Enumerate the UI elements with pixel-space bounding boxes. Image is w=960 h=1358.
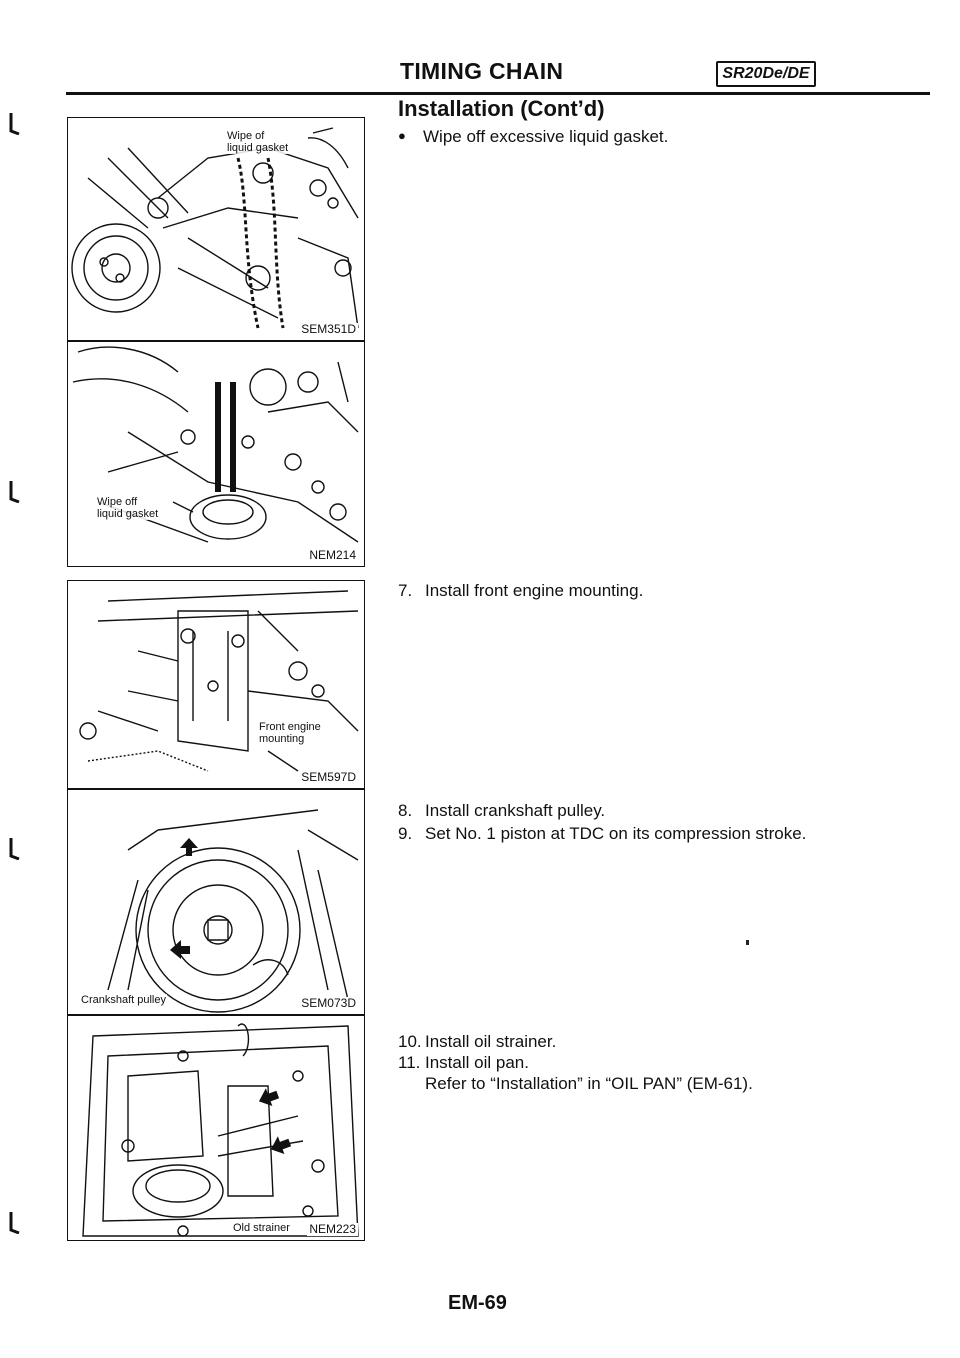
margin-corner-mark bbox=[9, 838, 20, 860]
instruction-step-9: 9. Set No. 1 piston at TDC on its compres… bbox=[398, 823, 806, 844]
front-engine-mounting-illustration bbox=[79, 590, 359, 772]
figure-nem223: Old strainer NEM223 bbox=[67, 1015, 365, 1241]
figure-code: SEM597D bbox=[299, 770, 358, 784]
instruction-text: Set No. 1 piston at TDC on its compressi… bbox=[425, 824, 807, 843]
arrow-icon bbox=[270, 1136, 292, 1155]
step-number: 8. bbox=[398, 801, 413, 820]
page-title: TIMING CHAIN bbox=[400, 58, 564, 84]
page-number: EM-69 bbox=[448, 1292, 507, 1314]
figure-code: NEM223 bbox=[307, 1222, 358, 1236]
instruction-text: Wipe off excessive liquid gasket. bbox=[423, 127, 669, 146]
figure-callout: liquid gasket bbox=[96, 508, 160, 520]
model-badge: SR20De/DE bbox=[716, 61, 816, 87]
engine-timing-chain-illustration bbox=[71, 127, 359, 329]
instruction-step-10: 10.Install oil strainer. bbox=[398, 1031, 556, 1052]
figure-callout: Crankshaft pulley bbox=[80, 994, 167, 1006]
step-number: 9. bbox=[398, 824, 413, 843]
figure-callout: Front engine bbox=[258, 721, 322, 733]
step-number: 7. bbox=[398, 581, 413, 600]
figure-sem351d: Wipe of liquid gasket SEM351D bbox=[67, 117, 365, 341]
figure-code: NEM214 bbox=[307, 548, 358, 562]
instruction-text: Install crankshaft pulley. bbox=[425, 801, 606, 820]
section-title: Installation (Cont’d) bbox=[398, 96, 605, 121]
instruction-step-7: 7. Install front engine mounting. bbox=[398, 580, 643, 601]
figure-sem597d: Front engine mounting SEM597D bbox=[67, 580, 365, 789]
crankshaft-pulley-illustration bbox=[107, 809, 359, 1013]
instruction-text: Install oil strainer. bbox=[425, 1032, 557, 1051]
instruction-step-11: 11.Install oil pan. bbox=[398, 1052, 529, 1073]
figure-sem073d: Crankshaft pulley SEM073D bbox=[67, 789, 365, 1015]
bullet-icon: ● bbox=[398, 128, 406, 143]
liquid-gasket-wipe-illustration bbox=[72, 346, 359, 543]
instruction-text: Install front engine mounting. bbox=[425, 581, 644, 600]
instruction-step-11-reference: Refer to “Installation” in “OIL PAN” (EM… bbox=[398, 1073, 753, 1094]
figure-callout: Wipe of bbox=[226, 130, 266, 142]
arrow-icon bbox=[180, 838, 198, 856]
figure-callout: mounting bbox=[258, 733, 306, 745]
figure-callout: liquid gasket bbox=[226, 142, 290, 154]
figure-nem214: Wipe off liquid gasket NEM214 bbox=[67, 341, 365, 567]
instruction-wipe: ● Wipe off excessive liquid gasket. bbox=[398, 125, 668, 147]
margin-corner-mark bbox=[9, 1212, 20, 1234]
figure-code: SEM073D bbox=[299, 996, 358, 1010]
instruction-text: Refer to “Installation” in “OIL PAN” (EM… bbox=[425, 1074, 753, 1093]
instruction-step-8: 8. Install crankshaft pulley. bbox=[398, 800, 605, 821]
step-number: 10. bbox=[398, 1032, 422, 1051]
arrow-icon bbox=[258, 1088, 280, 1107]
oil-strainer-illustration bbox=[82, 1023, 359, 1237]
margin-corner-mark bbox=[9, 481, 20, 503]
figure-callout: Wipe off bbox=[96, 496, 139, 508]
stray-mark bbox=[746, 940, 749, 945]
margin-corner-mark bbox=[9, 113, 20, 135]
step-number: 11. bbox=[398, 1053, 421, 1072]
instruction-text: Install oil pan. bbox=[425, 1053, 529, 1072]
arrow-icon bbox=[170, 940, 190, 959]
figure-code: SEM351D bbox=[299, 322, 358, 336]
header-rule bbox=[66, 92, 930, 95]
figure-callout: Old strainer bbox=[232, 1222, 291, 1234]
